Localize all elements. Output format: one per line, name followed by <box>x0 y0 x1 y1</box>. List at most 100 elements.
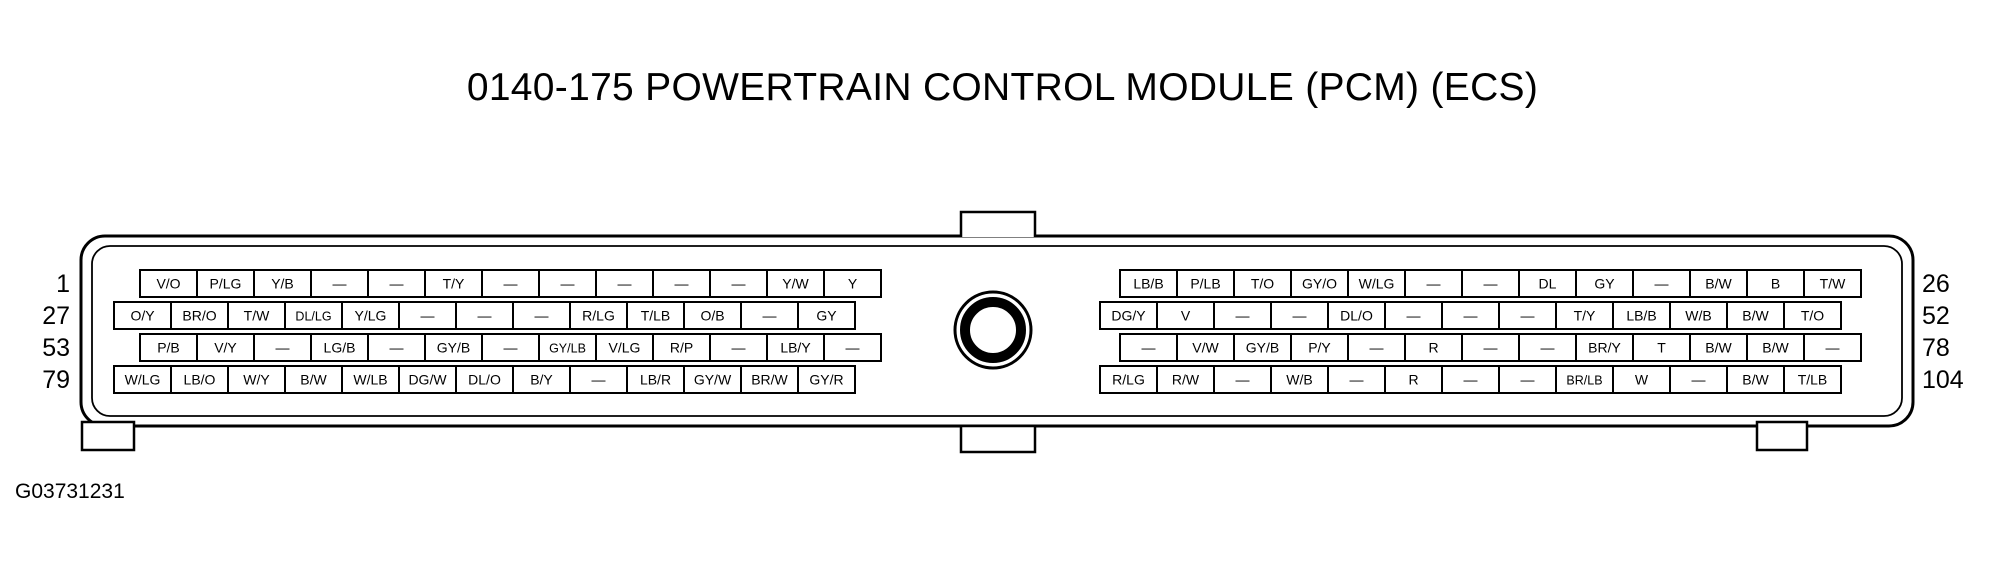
pin-wire-color: — <box>1484 276 1498 292</box>
pin-cell-right-4-7: — <box>1441 365 1500 394</box>
pin-wire-color: V <box>1181 308 1191 324</box>
pin-wire-color: DL/O <box>1340 308 1373 324</box>
pin-cell-left-4-11: GY/W <box>683 365 742 394</box>
pin-wire-color: LB/B <box>1133 276 1163 292</box>
pin-cell-left-1-13: Y <box>823 269 882 298</box>
pin-cell-right-4-4: W/B <box>1270 365 1329 394</box>
pin-wire-color: — <box>1521 308 1535 324</box>
pin-cell-left-4-9: — <box>569 365 628 394</box>
pin-wire-color: P/LG <box>210 276 242 292</box>
pin-wire-color: GY/R <box>809 372 843 388</box>
pin-wire-color: R/LG <box>1112 372 1145 388</box>
pin-wire-color: — <box>1521 372 1535 388</box>
pin-cell-right-2-4: — <box>1270 301 1329 330</box>
pin-wire-color: GY <box>816 308 837 324</box>
pin-wire-color: B/W <box>1742 372 1769 388</box>
pin-wire-color: W <box>1635 372 1649 388</box>
pin-cell-right-1-7: — <box>1461 269 1520 298</box>
pin-wire-color: — <box>1142 340 1156 356</box>
pin-wire-color: T/Y <box>443 276 465 292</box>
pin-wire-color: R/W <box>1172 372 1200 388</box>
pin-cell-right-1-6: — <box>1404 269 1463 298</box>
pin-cell-left-1-5: — <box>367 269 426 298</box>
pin-wire-color: B/W <box>1762 340 1789 356</box>
pin-wire-color: T/W <box>1820 276 1846 292</box>
pin-wire-color: — <box>763 308 777 324</box>
pin-wire-color: Y <box>848 276 858 292</box>
pin-wire-color: LB/O <box>184 372 216 388</box>
pin-cell-left-4-2: LB/O <box>170 365 229 394</box>
pin-wire-color: — <box>846 340 860 356</box>
pin-wire-color: — <box>1350 372 1364 388</box>
row-number-left-1: 1 <box>56 270 70 298</box>
pin-wire-color: — <box>504 340 518 356</box>
pin-wire-color: T/O <box>1251 276 1274 292</box>
pin-cell-left-2-5: Y/LG <box>341 301 400 330</box>
pin-cell-right-1-10: — <box>1632 269 1691 298</box>
pin-wire-color: GY/W <box>694 372 732 388</box>
pin-cell-right-4-2: R/W <box>1156 365 1215 394</box>
pin-wire-color: V/O <box>156 276 180 292</box>
pin-wire-color: B/W <box>1705 340 1732 356</box>
pin-cell-left-3-7: — <box>481 333 540 362</box>
pin-wire-color: B/W <box>300 372 327 388</box>
pin-wire-color: B/W <box>1705 276 1732 292</box>
pin-wire-color: — <box>390 340 404 356</box>
pin-cell-left-4-3: W/Y <box>227 365 286 394</box>
figure-id: G03731231 <box>15 480 125 503</box>
pin-wire-color: W/LG <box>1359 276 1395 292</box>
pin-wire-color: — <box>1427 276 1441 292</box>
pin-cell-left-1-11: — <box>709 269 768 298</box>
pin-cell-right-3-9: BR/Y <box>1575 333 1634 362</box>
pin-wire-color: V/Y <box>214 340 237 356</box>
pin-cell-left-4-10: LB/R <box>626 365 685 394</box>
top-locking-tab <box>959 210 1037 237</box>
pin-cell-left-2-1: O/Y <box>113 301 172 330</box>
pin-cell-left-3-11: — <box>709 333 768 362</box>
pin-cell-right-2-10: LB/B <box>1612 301 1671 330</box>
pin-cell-left-3-8: GY/LB <box>538 333 597 362</box>
pin-wire-color: — <box>1655 276 1669 292</box>
pin-cell-left-2-6: — <box>398 301 457 330</box>
pin-wire-color: — <box>1692 372 1706 388</box>
pin-wire-color: — <box>1370 340 1384 356</box>
pin-cell-right-1-3: T/O <box>1233 269 1292 298</box>
pin-cell-right-4-12: B/W <box>1726 365 1785 394</box>
row-number-left-2: 27 <box>42 302 70 330</box>
pin-wire-color: — <box>1464 308 1478 324</box>
pin-wire-color: T/LB <box>641 308 671 324</box>
pin-cell-right-4-8: — <box>1498 365 1557 394</box>
pin-wire-color: B/Y <box>530 372 553 388</box>
pin-wire-color: — <box>732 276 746 292</box>
pin-cell-left-1-10: — <box>652 269 711 298</box>
pin-wire-color: GY/B <box>1246 340 1279 356</box>
pin-cell-right-3-6: R <box>1404 333 1463 362</box>
pin-wire-color: DL/LG <box>295 310 331 324</box>
pin-cell-right-3-13: — <box>1803 333 1862 362</box>
pin-wire-color: O/Y <box>130 308 155 324</box>
pin-cell-right-2-1: DG/Y <box>1099 301 1158 330</box>
pin-cell-right-3-12: B/W <box>1746 333 1805 362</box>
pin-wire-color: B/W <box>1742 308 1769 324</box>
pin-cell-left-4-8: B/Y <box>512 365 571 394</box>
pin-cell-left-1-3: Y/B <box>253 269 312 298</box>
pin-wire-color: R/P <box>670 340 693 356</box>
pin-cell-left-3-3: — <box>253 333 312 362</box>
pin-cell-right-3-4: P/Y <box>1290 333 1349 362</box>
pin-cell-left-4-6: DG/W <box>398 365 457 394</box>
pin-cell-left-2-4: DL/LG <box>284 301 343 330</box>
pin-wire-color: W/B <box>1685 308 1711 324</box>
pin-cell-left-3-2: V/Y <box>196 333 255 362</box>
pin-cell-left-3-13: — <box>823 333 882 362</box>
pin-wire-color: — <box>675 276 689 292</box>
pin-cell-right-2-6: — <box>1384 301 1443 330</box>
pin-wire-color: Y/LG <box>355 308 387 324</box>
pin-cell-left-3-12: LB/Y <box>766 333 825 362</box>
row-number-right-1: 26 <box>1922 270 1950 298</box>
pin-wire-color: BR/W <box>751 372 788 388</box>
pin-cell-right-1-11: B/W <box>1689 269 1748 298</box>
row-number-right-3: 78 <box>1922 334 1950 362</box>
bottom-right-foot <box>1755 420 1809 452</box>
pin-wire-color: GY/LB <box>549 342 586 356</box>
